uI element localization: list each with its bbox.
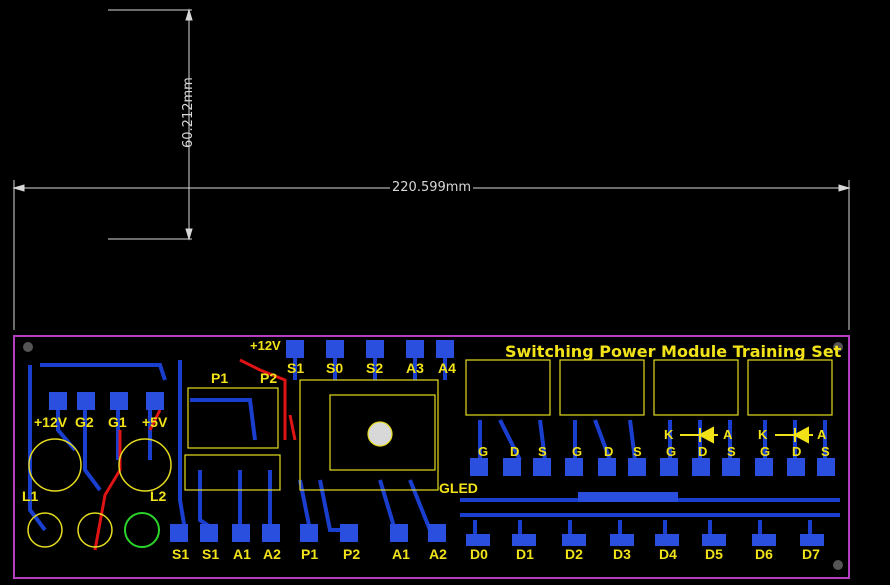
label-mos3-d: D (698, 444, 708, 459)
label-g1: G1 (108, 414, 127, 430)
label-diode1-k: K (664, 427, 674, 442)
label-led-d6: D6 (755, 546, 773, 562)
label-mos3-s: S (727, 444, 736, 459)
label-probe-rail: +12V (250, 338, 281, 353)
height-dimension (108, 8, 193, 241)
label-led-d0: D0 (470, 546, 488, 562)
label-l2: L2 (150, 488, 167, 504)
label-led-d7: D7 (802, 546, 820, 562)
capacitors (27, 512, 160, 548)
label-mos1-d: D (510, 444, 520, 459)
label-bl-a1: A1 (233, 546, 251, 562)
transformer-block (184, 379, 439, 491)
label-bl-a2: A2 (263, 546, 281, 562)
label-bm-p1: P1 (301, 546, 319, 562)
label-top-s1: S1 (287, 360, 305, 376)
label-mos4-g: G (760, 444, 771, 459)
label-led-d5: D5 (705, 546, 723, 562)
label-bl-s1b: S1 (202, 546, 220, 562)
label-mos2-s: S (633, 444, 642, 459)
label-12v: +12V (34, 414, 68, 430)
label-gled: GLED (439, 480, 478, 496)
header-pads (49, 340, 835, 546)
mosfet-heatsinks (465, 359, 833, 416)
label-led-d2: D2 (565, 546, 583, 562)
mount-hole (833, 560, 843, 570)
label-mos1-g: G (478, 444, 489, 459)
label-diode1-a: A (723, 427, 733, 442)
label-led-d4: D4 (659, 546, 677, 562)
label-diode2-k: K (758, 427, 768, 442)
label-l1: L1 (22, 488, 39, 504)
label-bm-a1: A1 (392, 546, 410, 562)
width-dimension-label: 220.599mm (390, 180, 474, 195)
label-led-d3: D3 (613, 546, 631, 562)
label-diode2-a: A (817, 427, 827, 442)
bottom-copper-traces (93, 358, 297, 551)
label-mos2-g: G (572, 444, 583, 459)
label-bm-a2: A2 (429, 546, 447, 562)
label-mos4-s: S (821, 444, 830, 459)
board-title: Switching Power Module Training Set (505, 342, 842, 361)
label-g2: G2 (75, 414, 94, 430)
diode-symbols (680, 426, 813, 444)
mount-hole (833, 342, 843, 352)
label-top-a3: A3 (406, 360, 424, 376)
inductor-l1 (28, 438, 82, 492)
label-top-a4: A4 (438, 360, 456, 376)
label-top-s0: S0 (326, 360, 344, 376)
top-copper-traces (28, 350, 840, 540)
inductor-l2 (118, 438, 172, 492)
label-bl-s1a: S1 (172, 546, 190, 562)
label-led-d1: D1 (516, 546, 534, 562)
label-mos1-s: S (538, 444, 547, 459)
label-bm-p2: P2 (343, 546, 361, 562)
label-mos3-g: G (666, 444, 677, 459)
label-mos4-d: D (792, 444, 802, 459)
mount-hole (23, 342, 33, 352)
label-p2: P2 (260, 370, 278, 386)
label-5v: +5V (142, 414, 168, 430)
label-p1: P1 (211, 370, 229, 386)
label-top-s2: S2 (366, 360, 384, 376)
width-dimension (12, 180, 851, 330)
height-dimension-label: 60.212mm (181, 77, 196, 148)
label-mos2-d: D (604, 444, 614, 459)
